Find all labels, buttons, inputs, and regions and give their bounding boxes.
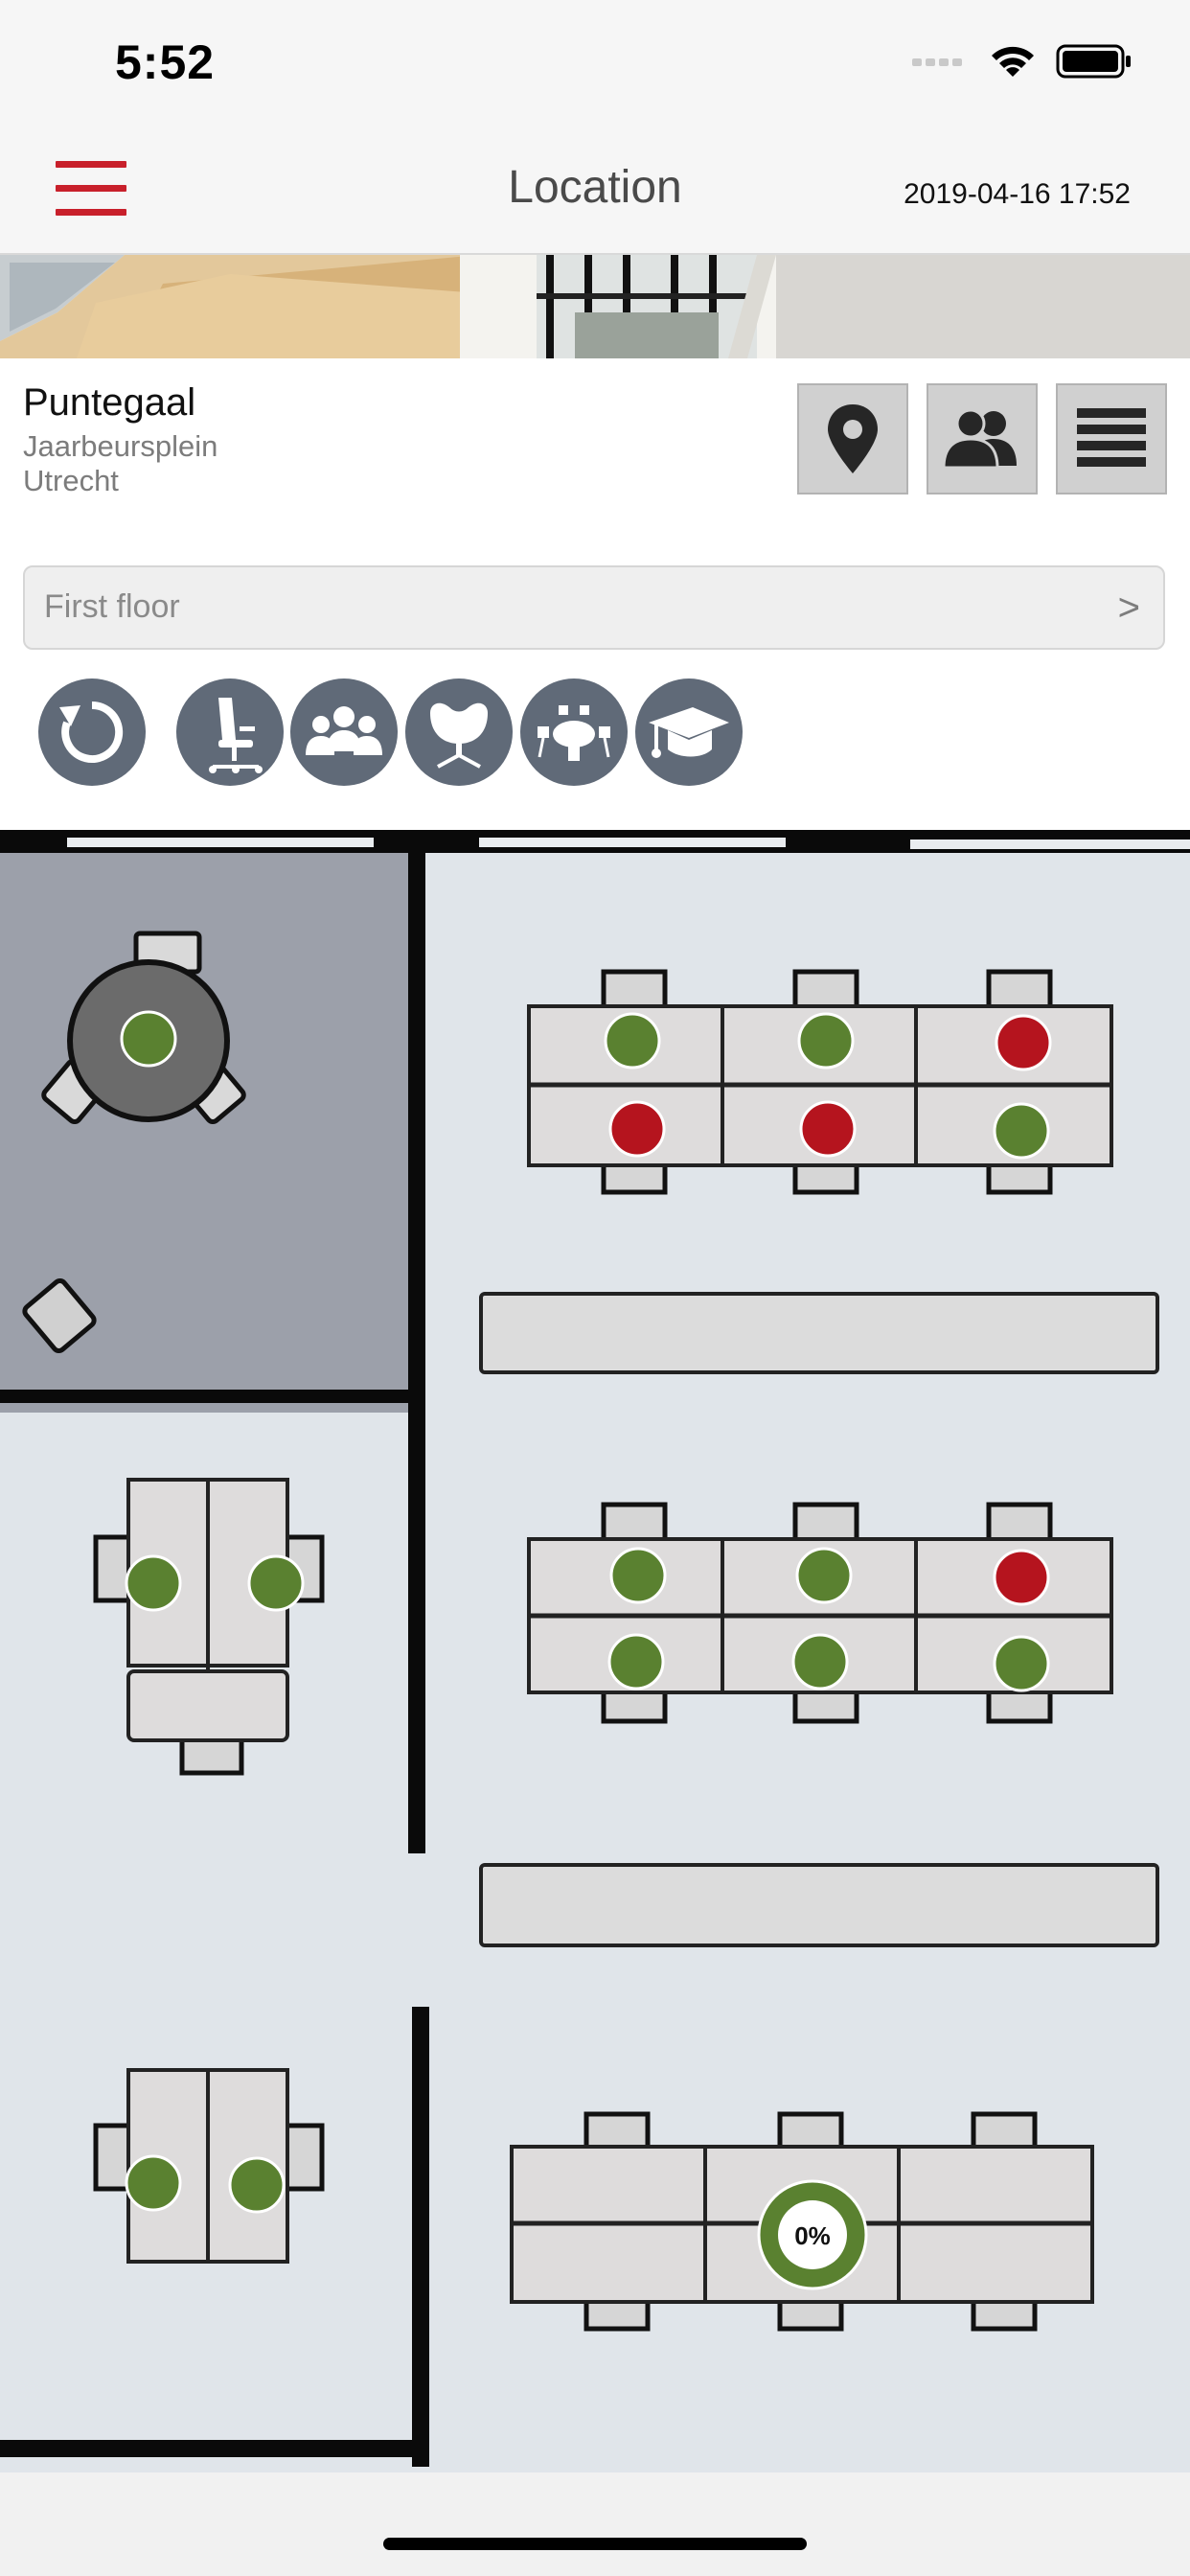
location-city: Utrecht: [23, 464, 119, 497]
seat-pair-2-right[interactable]: [228, 2156, 286, 2214]
floor-plan[interactable]: 0%: [0, 830, 1190, 2472]
datetime-label: 2019-04-16 17:52: [904, 178, 1131, 210]
seat-cluster-a-bottom-2[interactable]: [799, 1100, 857, 1158]
seat-cluster-b-bottom-1[interactable]: [607, 1633, 665, 1690]
seat-cluster-a-bottom-1[interactable]: [608, 1100, 666, 1158]
status-bar: [0, 0, 1190, 128]
signal-icon: [912, 58, 962, 66]
graduation-cap-icon: [649, 707, 729, 758]
location-banner-image: [0, 255, 1190, 358]
reset-filter-button[interactable]: [38, 678, 146, 786]
seat-cluster-b-top-3[interactable]: [993, 1549, 1050, 1606]
meeting-room-filter-button[interactable]: [520, 678, 628, 786]
chevron-right-icon: >: [1117, 586, 1140, 629]
location-name: Puntegaal: [23, 381, 196, 424]
lounge-chair-icon: [430, 702, 488, 769]
show-map-button[interactable]: [797, 383, 908, 494]
seat-cluster-a-top-2[interactable]: [797, 1012, 855, 1070]
wifi-icon: [992, 46, 1034, 77]
lounge-filter-button[interactable]: [405, 678, 513, 786]
map-pin-icon: [828, 404, 878, 473]
desk-pair-1: [93, 1478, 325, 1776]
reset-icon: [59, 701, 124, 763]
meeting-group-icon: [306, 706, 382, 755]
occupancy-gauge[interactable]: 0%: [757, 2179, 868, 2290]
seat-pair-2-left[interactable]: [125, 2154, 182, 2212]
seat-cluster-b-bottom-3[interactable]: [993, 1635, 1050, 1692]
desk-cluster-a: [527, 969, 1113, 1195]
floor-selector-value: First floor: [44, 588, 180, 625]
status-time: 5:52: [115, 35, 216, 89]
status-icons: [912, 42, 1133, 80]
seat-cluster-b-top-2[interactable]: [795, 1547, 853, 1604]
seat-pair-1-right[interactable]: [247, 1554, 305, 1612]
conference-table-icon: [538, 705, 610, 761]
seat-cluster-b-top-1[interactable]: [609, 1547, 667, 1604]
seat-cluster-a-top-1[interactable]: [604, 1012, 661, 1070]
people-icon: [942, 408, 1017, 470]
hamburger-menu-icon[interactable]: [56, 161, 126, 217]
location-street: Jaarbeursplein: [23, 429, 218, 463]
colleagues-button[interactable]: [927, 383, 1038, 494]
floor-selector[interactable]: First floor >: [23, 565, 1165, 650]
seat-round-table-seat[interactable]: [120, 1010, 177, 1068]
home-indicator: [383, 2538, 807, 2550]
nav-bar: [0, 128, 1190, 255]
seat-cluster-b-bottom-2[interactable]: [791, 1633, 849, 1690]
workspace-filter-button[interactable]: [176, 678, 284, 786]
bottom-bar: [0, 2472, 1190, 2576]
page-title: Location: [508, 162, 682, 213]
desk-pair-2: [93, 2068, 325, 2264]
seat-cluster-a-top-3[interactable]: [995, 1014, 1052, 1071]
battery-icon: [1056, 44, 1131, 79]
group-filter-button[interactable]: [290, 678, 398, 786]
list-icon: [1077, 408, 1146, 467]
long-table-1: [479, 1292, 1159, 1374]
seat-cluster-a-bottom-3[interactable]: [993, 1102, 1050, 1160]
training-filter-button[interactable]: [635, 678, 743, 786]
list-view-button[interactable]: [1056, 383, 1167, 494]
seat-pair-1-left[interactable]: [125, 1554, 182, 1612]
occupancy-label: 0%: [794, 2221, 831, 2250]
office-chair-icon: [209, 698, 263, 773]
seat-markers[interactable]: [120, 1010, 1052, 2214]
long-table-2: [479, 1863, 1159, 1947]
